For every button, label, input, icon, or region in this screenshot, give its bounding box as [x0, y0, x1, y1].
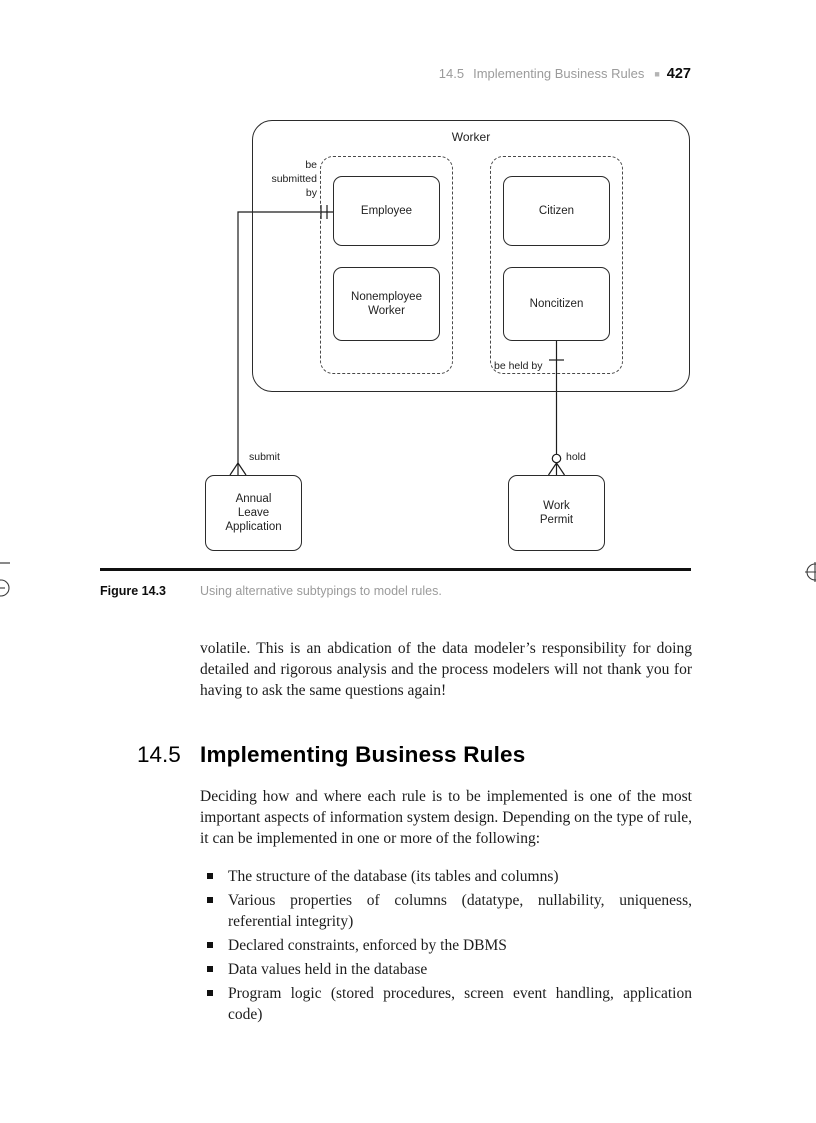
- body-paragraph-1: volatile. This is an abdication of the d…: [200, 640, 692, 699]
- section-heading-title: Implementing Business Rules: [200, 742, 526, 767]
- entity-annual-leave-application: Annual Leave Application: [205, 475, 302, 551]
- bullet-square-icon: [207, 897, 213, 903]
- list-item-text: Data values held in the database: [228, 961, 428, 978]
- section-heading: 14.5 Implementing Business Rules: [0, 742, 816, 774]
- worker-label: Worker: [451, 130, 491, 144]
- print-registration-mark-right: [805, 562, 816, 582]
- list-item-text: Declared constraints, enforced by the DB…: [228, 937, 507, 954]
- bullet-square-icon: [207, 873, 213, 879]
- list-item-text: Various properties of columns (datatype,…: [228, 892, 692, 930]
- body-paragraph-2: Deciding how and where each rule is to b…: [200, 788, 692, 847]
- list-item-text: The structure of the database (its table…: [228, 868, 559, 885]
- entity-work-permit: Work Permit: [508, 475, 605, 551]
- entity-citizen: Citizen: [503, 176, 610, 246]
- subtype-partition-citizenship: [490, 156, 623, 374]
- bullet-square-icon: [207, 966, 213, 972]
- section-marker-icon: ■: [654, 69, 660, 79]
- implementation-options-list: The structure of the database (its table…: [200, 866, 692, 1028]
- entity-noncitizen: Noncitizen: [503, 267, 610, 341]
- list-item: Declared constraints, enforced by the DB…: [200, 935, 692, 956]
- entity-nonemployee-worker: Nonemployee Worker: [333, 267, 440, 341]
- relationship-label-submit: submit: [249, 451, 280, 463]
- figure-diagram: Worker Employee Nonemployee Worker Citiz…: [195, 112, 700, 562]
- figure-rule: [100, 568, 691, 571]
- subtype-partition-employment: [320, 156, 453, 374]
- figure-caption: Using alternative subtypings to model ru…: [200, 584, 442, 598]
- relationship-label-be-submitted-by: be submitted by: [271, 159, 317, 199]
- list-item: The structure of the database (its table…: [200, 866, 692, 887]
- list-item-text: Program logic (stored procedures, screen…: [228, 985, 692, 1023]
- relationship-label-hold: hold: [566, 451, 586, 463]
- bullet-square-icon: [207, 990, 213, 996]
- entity-employee: Employee: [333, 176, 440, 246]
- relationship-label-be-held-by: be held by: [494, 360, 543, 372]
- running-header-title: Implementing Business Rules: [473, 66, 645, 81]
- bullet-square-icon: [207, 942, 213, 948]
- section-heading-number: 14.5: [137, 742, 181, 767]
- entity-supertype-worker: [252, 120, 690, 392]
- diagram-connector-lines: [229, 205, 565, 476]
- running-header: 14.5 Implementing Business Rules ■ 427: [0, 66, 691, 82]
- print-registration-mark-left: [0, 562, 10, 597]
- running-header-section-number: 14.5: [438, 66, 465, 81]
- page-number: 427: [666, 66, 691, 82]
- figure-label: Figure 14.3: [100, 584, 166, 598]
- figure-caption-row: Figure 14.3 Using alternative subtypings…: [100, 584, 691, 598]
- list-item: Various properties of columns (datatype,…: [200, 890, 692, 932]
- list-item: Data values held in the database: [200, 959, 692, 980]
- list-item: Program logic (stored procedures, screen…: [200, 983, 692, 1025]
